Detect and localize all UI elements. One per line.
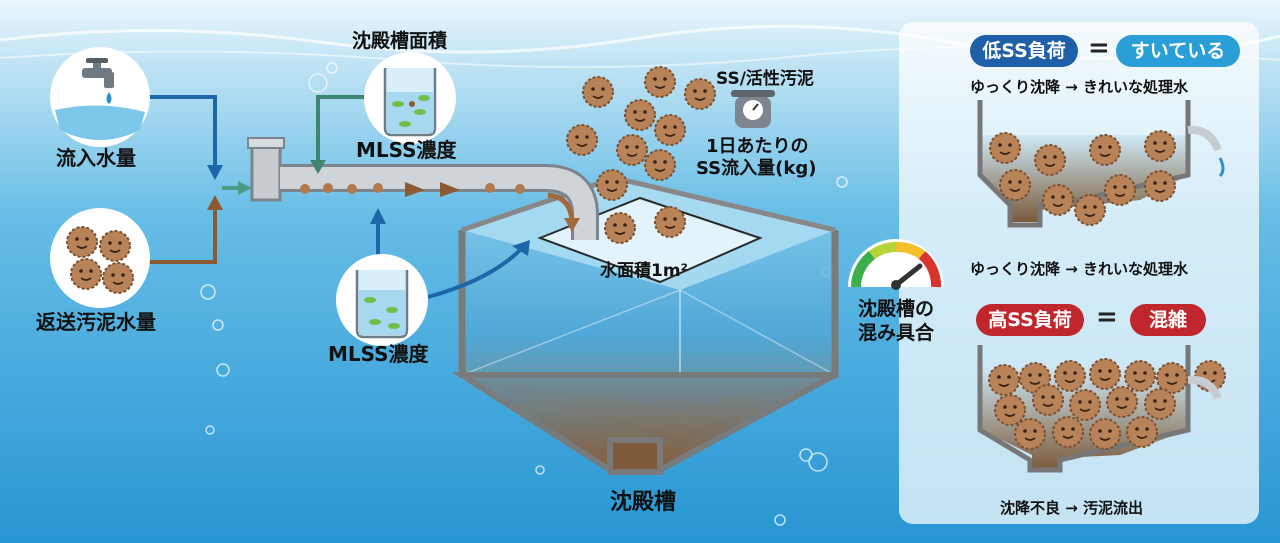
- daily-ss-label-1: 1日あたりの: [706, 136, 809, 157]
- inflow-label: 流入水量: [56, 146, 136, 170]
- area-arrow: [316, 95, 370, 160]
- scale-icon: [731, 90, 775, 128]
- ss-sludge-label: SS/活性汚泥: [716, 69, 814, 89]
- mlss-top-circle: [364, 52, 456, 144]
- low-load-tank: [977, 100, 1225, 228]
- mlss-bottom-label: MLSS濃度: [328, 342, 429, 366]
- tank-label: 沈殿槽: [610, 490, 677, 515]
- return-sludge-circle: [50, 208, 150, 308]
- equals-sign-top: =: [1088, 33, 1110, 63]
- mid-caption: ゆっくり沈降 → きれいな処理水: [970, 260, 1189, 278]
- mlss-bottom-circle: [336, 254, 428, 346]
- high-load-tank: [977, 345, 1226, 473]
- bubbles: [200, 62, 848, 526]
- gauge-icon: [848, 239, 944, 290]
- crowded-pill: 混雑: [1130, 304, 1206, 336]
- crowding-label-1: 沈殿槽の: [858, 298, 935, 320]
- high-caption: 沈降不良 → 汚泥流出: [1000, 499, 1144, 517]
- return-sludge-label: 返送汚泥水量: [36, 310, 156, 334]
- surface-area-label: 水面積1m²: [600, 261, 688, 281]
- tank-area-label: 沈殿槽面積: [352, 30, 448, 52]
- daily-ss-label-2: SS流入量(kg): [696, 158, 817, 179]
- inflow-circle: [50, 47, 150, 147]
- mlss-top-label: MLSS濃度: [356, 138, 457, 162]
- equals-sign-bottom: =: [1096, 302, 1118, 332]
- low-load-pill: 低SS負荷: [970, 35, 1078, 67]
- beaker-icon: [355, 270, 409, 339]
- low-caption: ゆっくり沈降 → きれいな処理水: [970, 78, 1189, 96]
- mlss-arrow: [427, 248, 522, 299]
- inflow-arrow: [148, 95, 217, 165]
- beaker-icon: [383, 68, 437, 137]
- faucet-icon: [82, 58, 114, 104]
- high-load-pill: 高SS負荷: [976, 304, 1084, 336]
- crowding-label-2: 混み具合: [858, 322, 935, 344]
- return-arrow: [148, 210, 217, 264]
- empty-pill: すいている: [1116, 35, 1240, 67]
- inlet-pipe: [247, 137, 599, 240]
